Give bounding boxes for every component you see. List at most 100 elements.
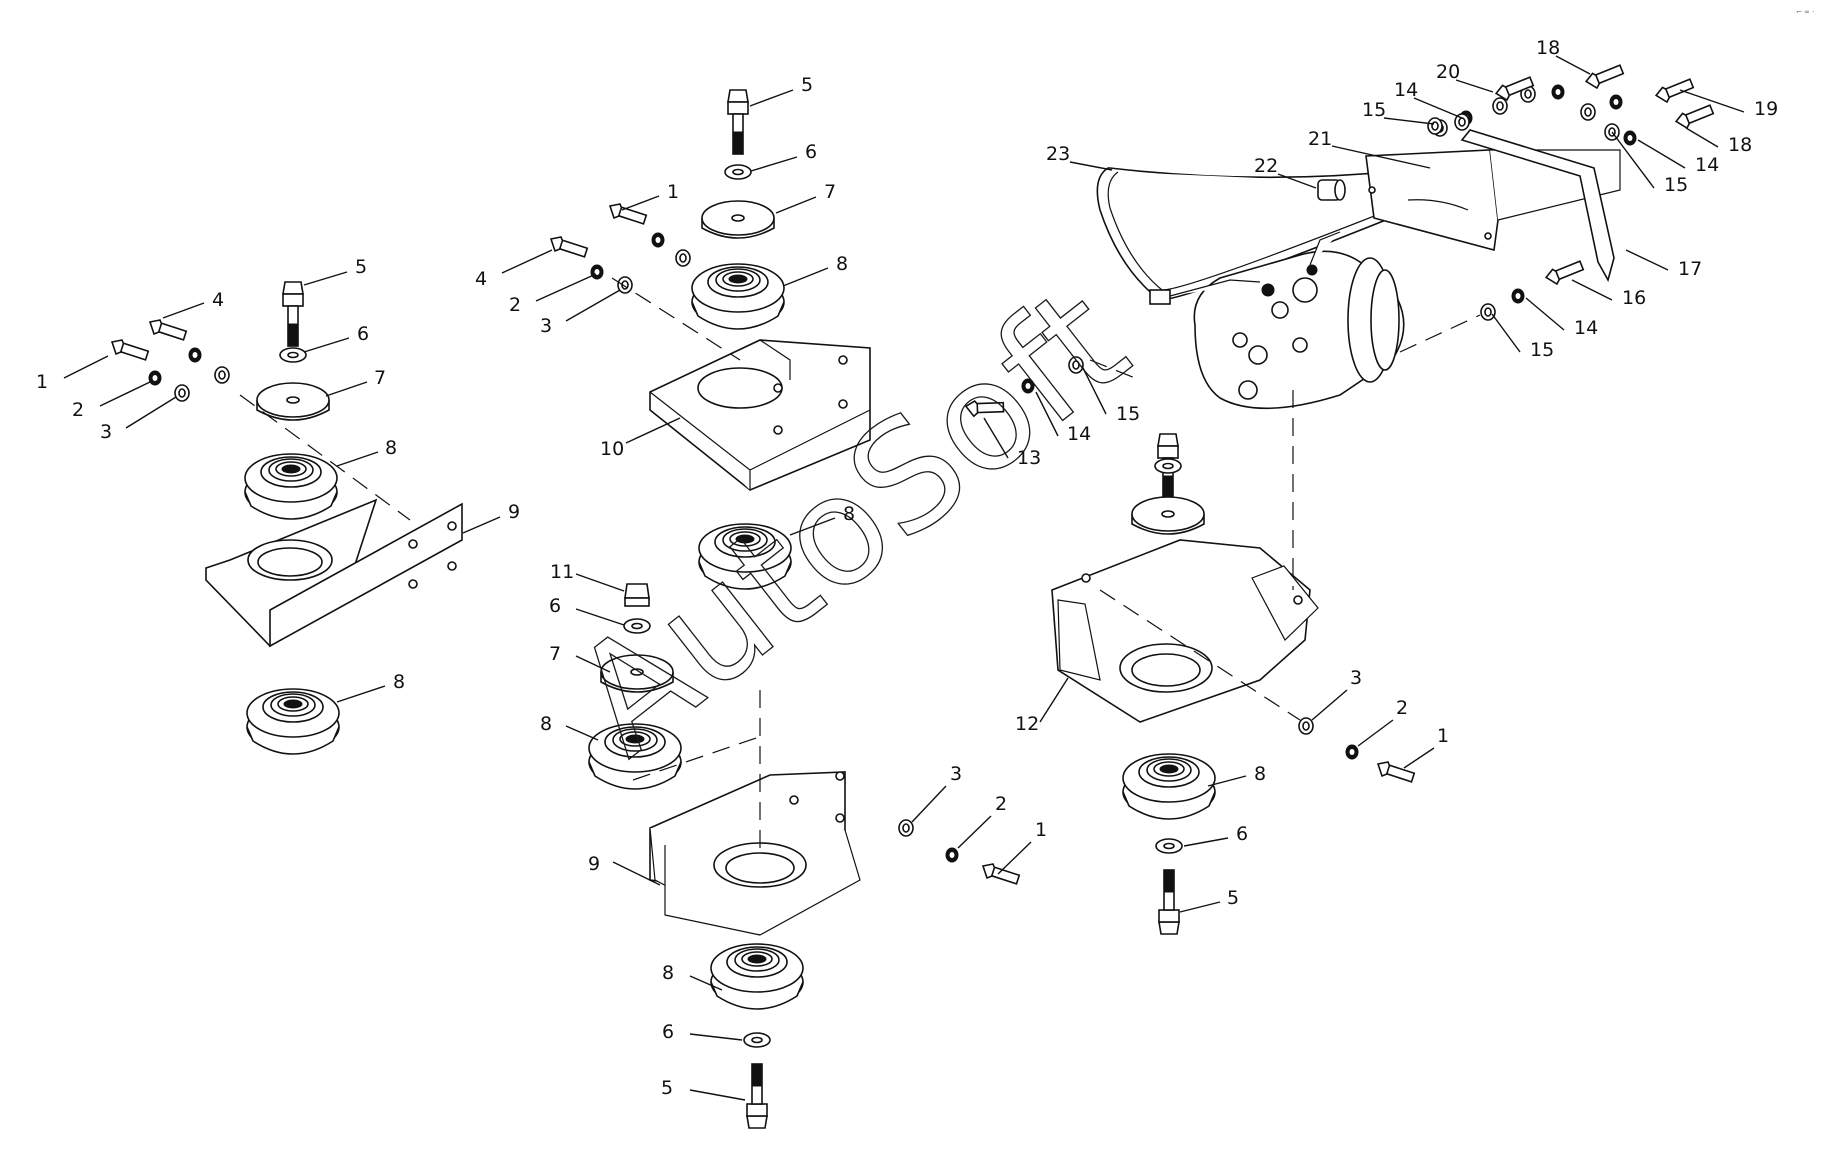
leader-line xyxy=(782,267,829,287)
leader-line xyxy=(1035,391,1059,437)
leader-line xyxy=(1069,161,1113,171)
leader-line xyxy=(1311,689,1348,721)
part-callout-label: 8 xyxy=(836,253,848,275)
part-callout-label: 14 xyxy=(1574,317,1598,339)
leader-line xyxy=(689,975,723,991)
part-callout-label: 15 xyxy=(1116,403,1140,425)
part-callout-label: 5 xyxy=(661,1077,673,1099)
leader-line xyxy=(1403,747,1435,769)
part-callout-label: 7 xyxy=(549,643,561,665)
part-callout-label: 14 xyxy=(1067,423,1091,445)
leader-line xyxy=(1331,145,1431,169)
bolt-icon xyxy=(282,281,304,347)
leader-line xyxy=(501,249,553,274)
part-callout-label: 14 xyxy=(1695,154,1719,176)
leader-line xyxy=(535,273,597,302)
bolt-icon xyxy=(746,1063,768,1129)
part-callout-label: 8 xyxy=(385,437,397,459)
leader-line xyxy=(99,381,151,407)
bolt-icon xyxy=(1584,55,1627,96)
bolt-icon xyxy=(1544,251,1587,292)
leader-line xyxy=(565,725,599,741)
part-callout-label: 10 xyxy=(600,438,624,460)
bolt-icon xyxy=(111,339,150,361)
leader-line xyxy=(775,196,817,214)
leader-line xyxy=(125,396,177,429)
part-callout-label: 15 xyxy=(1664,174,1688,196)
leader-line xyxy=(575,573,625,592)
leader-line xyxy=(575,608,625,626)
part-callout-label: 1 xyxy=(1437,725,1449,747)
part-callout-label: 23 xyxy=(1046,143,1070,165)
part-callout-label: 3 xyxy=(540,315,552,337)
part-callout-label: 5 xyxy=(801,74,813,96)
leader-line xyxy=(1357,719,1394,747)
part-callout-label: 6 xyxy=(805,141,817,163)
part-callout-label: 15 xyxy=(1530,339,1554,361)
strap-icon xyxy=(1460,129,1615,283)
leader-line xyxy=(749,89,794,107)
leader-line xyxy=(1179,901,1221,913)
leader-line xyxy=(462,516,501,534)
part-callout-label: 6 xyxy=(357,323,369,345)
part-callout-label: 1 xyxy=(36,371,48,393)
leader-line xyxy=(1039,677,1069,723)
part-callout-label: 8 xyxy=(540,713,552,735)
leader-line xyxy=(1637,139,1686,169)
leader-line xyxy=(1555,55,1591,75)
part-callout-label: 13 xyxy=(1017,447,1041,469)
part-callout-label: 18 xyxy=(1536,37,1560,59)
part-callout-label: 2 xyxy=(1396,697,1408,719)
part-callout-label: 3 xyxy=(100,421,112,443)
part-callout-label: 5 xyxy=(1227,887,1239,909)
bolt-icon xyxy=(149,319,188,341)
leader-line xyxy=(575,655,611,673)
part-callout-label: 20 xyxy=(1436,61,1460,83)
part-callout-label: 1 xyxy=(667,181,679,203)
part-callout-label: 2 xyxy=(72,399,84,421)
bolt-icon xyxy=(1674,95,1717,136)
leader-line xyxy=(750,156,798,172)
bolt-icon xyxy=(1158,869,1180,935)
assembly-right xyxy=(964,55,1717,935)
part-callout-label: 6 xyxy=(549,595,561,617)
corner-mark: ⌐ ∞ · xyxy=(1796,8,1814,16)
leader-line xyxy=(1679,89,1745,113)
part-callout-label: 9 xyxy=(508,501,520,523)
leader-line xyxy=(1081,365,1107,415)
leader-line xyxy=(336,451,379,467)
part-callout-label: 6 xyxy=(662,1021,674,1043)
nut-icon xyxy=(624,583,650,607)
part-callout-label: 1 xyxy=(1035,819,1047,841)
part-callout-label: 2 xyxy=(509,294,521,316)
part-callout-label: 2 xyxy=(995,793,1007,815)
leader-line xyxy=(1413,97,1463,119)
leader-line xyxy=(336,685,386,703)
bracket-icon xyxy=(1051,539,1319,723)
part-callout-label: 14 xyxy=(1394,79,1418,101)
bolt-icon xyxy=(1654,69,1697,110)
bracket-icon xyxy=(649,771,861,936)
part-callout-label: 18 xyxy=(1728,134,1752,156)
leader-line xyxy=(689,1089,746,1101)
bolt-icon xyxy=(727,89,749,155)
part-callout-label: 7 xyxy=(374,367,386,389)
part-callout-label: 4 xyxy=(212,289,224,311)
leader-line xyxy=(612,861,661,886)
bolt-icon xyxy=(550,236,589,258)
part-callout-label: 8 xyxy=(843,503,855,525)
part-callout-label: 19 xyxy=(1754,98,1778,120)
bolt-icon xyxy=(982,863,1021,885)
leader-line xyxy=(565,289,621,322)
leader-line xyxy=(997,841,1032,875)
leader-line xyxy=(1383,117,1435,125)
leader-line xyxy=(789,517,836,536)
part-callout-label: 5 xyxy=(355,256,367,278)
part-callout-label: 3 xyxy=(1350,667,1362,689)
part-callout-label: 4 xyxy=(475,268,487,290)
part-callout-label: 11 xyxy=(550,561,574,583)
bracket-icon xyxy=(205,498,463,648)
leader-line xyxy=(1571,279,1613,301)
leader-line xyxy=(1611,131,1655,189)
leader-line xyxy=(1625,249,1669,271)
